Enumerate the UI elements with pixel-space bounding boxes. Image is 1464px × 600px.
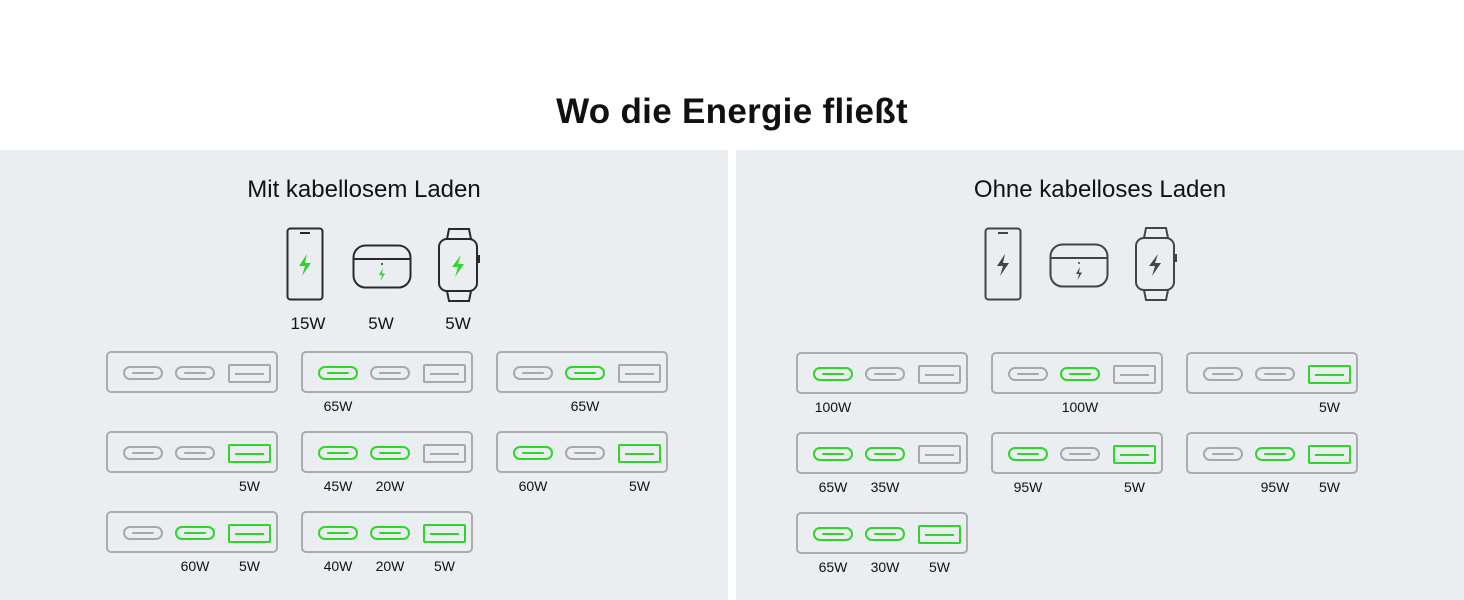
usb-c-port [175,526,215,540]
usb-c-port [865,447,905,461]
port-wattage-label: 45W [323,478,353,494]
usb-a-port [918,445,961,464]
port-wattage-label: 5W [434,558,455,574]
usb-c-port [370,366,410,380]
usb-a-port [618,364,661,383]
hub-config [106,351,278,393]
usb-c-port [813,527,853,541]
hub-config [1186,432,1358,474]
port-wattage-label: 60W [180,558,210,574]
usb-c-port [123,366,163,380]
port-wattage-label: 40W [323,558,353,574]
port-wattage-label: 5W [1124,479,1145,495]
port-wattage-label: 35W [870,479,900,495]
usb-a-port [618,444,661,463]
port-wattage-label: 5W [1319,399,1340,415]
usb-a-port [1308,365,1351,384]
usb-a-port [423,364,466,383]
panel-without-wireless: Ohne kabelloses Laden 100W 100W 5W 65W 35W 95… [736,150,1464,600]
port-wattage-label: 5W [1319,479,1340,495]
port-wattage-label: 95W [1260,479,1290,495]
usb-c-port [1060,367,1100,381]
phone-icon [984,227,1022,301]
hub-config [106,511,278,553]
usb-c-port [1008,447,1048,461]
port-wattage-label: 20W [375,478,405,494]
panel-with-wireless: Mit kabellosem Laden 15W 5W 5W 65W 65W 5W 4… [0,150,728,600]
usb-c-port [1203,447,1243,461]
hub-config [496,351,668,393]
usb-c-port [123,526,163,540]
usb-a-port [423,444,466,463]
usb-a-port [1113,445,1156,464]
usb-c-port [175,366,215,380]
watt-phone: 15W [290,314,326,333]
hub-config [301,351,473,393]
watch-icon [438,228,480,302]
hub-config [796,352,968,394]
port-wattage-label: 60W [518,478,548,494]
usb-c-port [318,446,358,460]
usb-c-port [1008,367,1048,381]
port-wattage-label: 20W [375,558,405,574]
watt-watch: 5W [445,314,471,333]
port-wattage-label: 65W [323,398,353,414]
hub-config [991,352,1163,394]
usb-c-port [865,527,905,541]
usb-c-port [1255,367,1295,381]
port-wattage-label: 5W [239,478,260,494]
usb-a-port [918,525,961,544]
usb-c-port [565,366,605,380]
panel-title-without-wireless: Ohne kabelloses Laden [973,176,1227,203]
hub-config [796,432,968,474]
usb-a-port [423,524,466,543]
hub-config [796,512,968,554]
watt-case: 5W [368,314,394,333]
page-title: Wo die Energie fließt [556,92,908,131]
usb-c-port [1255,447,1295,461]
port-wattage-label: 5W [929,559,950,575]
usb-c-port [513,446,553,460]
usb-c-port [123,446,163,460]
earbuds-case-icon [352,244,412,289]
port-wattage-label: 65W [818,559,848,575]
hub-config [991,432,1163,474]
port-wattage-label: 65W [570,398,600,414]
phone-icon [286,227,324,301]
usb-c-port [175,446,215,460]
usb-c-port [565,446,605,460]
hub-config [106,431,278,473]
hub-config [496,431,668,473]
usb-a-port [228,444,271,463]
usb-a-port [1113,365,1156,384]
usb-c-port [1203,367,1243,381]
hub-config [1186,352,1358,394]
usb-a-port [1308,445,1351,464]
usb-c-port [370,446,410,460]
port-wattage-label: 100W [1061,399,1099,415]
port-wattage-label: 30W [870,559,900,575]
watch-icon [1135,227,1177,301]
usb-c-port [1060,447,1100,461]
port-wattage-label: 100W [814,399,852,415]
usb-a-port [918,365,961,384]
hub-config [301,431,473,473]
usb-c-port [318,526,358,540]
usb-c-port [813,447,853,461]
port-wattage-label: 95W [1013,479,1043,495]
port-wattage-label: 65W [818,479,848,495]
usb-c-port [513,366,553,380]
earbuds-case-icon [1049,243,1109,288]
usb-a-port [228,524,271,543]
hub-config [301,511,473,553]
port-wattage-label: 5W [629,478,650,494]
usb-c-port [370,526,410,540]
panel-title-with-wireless: Mit kabellosem Laden [247,176,481,203]
usb-c-port [813,367,853,381]
usb-c-port [318,366,358,380]
usb-a-port [228,364,271,383]
port-wattage-label: 5W [239,558,260,574]
usb-c-port [865,367,905,381]
